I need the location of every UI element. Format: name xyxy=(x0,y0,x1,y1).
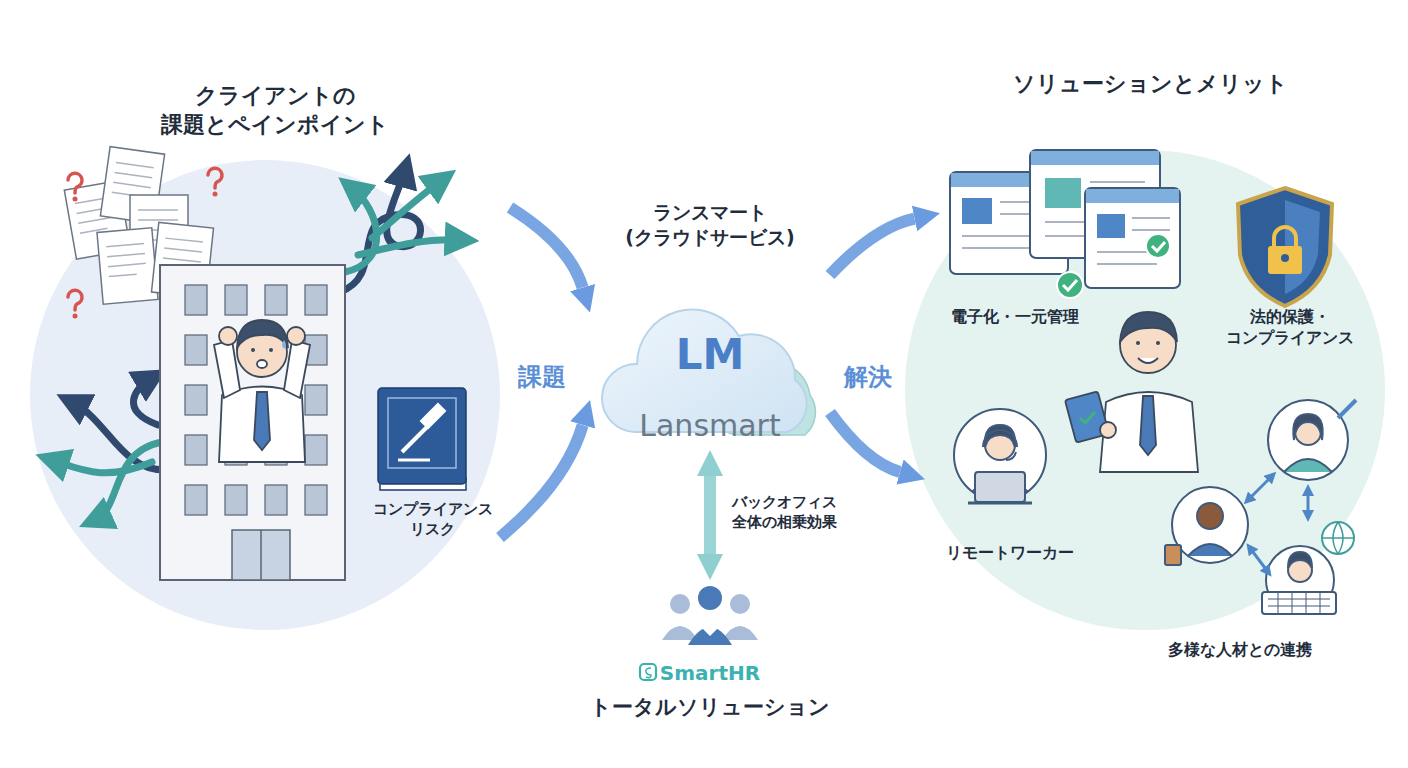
benefit-item: 電子化・一元管理 xyxy=(940,145,1180,340)
flow-label: 課題 xyxy=(512,362,572,393)
solution-area: ソリューションとメリット電子化・一元管理 法的保護・ コンプライアンスリモートワー… xyxy=(920,65,1380,685)
service-name: Lansmart xyxy=(590,406,830,445)
benefit-label: 法的保護・ コンプライアンス xyxy=(1215,307,1365,349)
risk-callout: コンプライアンス リスク xyxy=(365,380,500,555)
document-windows xyxy=(950,150,1180,298)
benefit-label: 多様な人材との連携 xyxy=(1140,640,1340,661)
partner-caption: トータルソリューション xyxy=(570,694,850,721)
question-dot xyxy=(73,192,218,319)
stressed-person xyxy=(214,320,310,462)
shield-lock xyxy=(1238,188,1332,306)
cloud-service: ランスマート (クラウドサービス) LM Lansmart xyxy=(590,200,830,450)
area-heading: クライアントの 課題とペインポイント xyxy=(135,82,415,139)
edge-label: バックオフィス 全体の相乗効果 xyxy=(732,493,872,532)
flow-arrow xyxy=(830,219,915,275)
benefit-item: リモートワーカー xyxy=(925,405,1095,570)
benefit-item: 法的保護・ コンプライアンス xyxy=(1215,185,1365,360)
logo-mark: LM xyxy=(590,328,830,383)
area-heading: ソリューションとメリット xyxy=(920,70,1380,99)
client-area: クライアントの 課題とペインポイントコンプライアンス リスク xyxy=(40,80,510,590)
flow-label: 解決 xyxy=(838,362,898,393)
benefit-item: 多様な人材との連携 xyxy=(1140,395,1380,675)
service-heading: ランスマート (クラウドサービス) xyxy=(590,200,830,249)
partner-logo: SmartHR xyxy=(570,660,850,686)
law-book xyxy=(378,388,466,490)
flow-arrow xyxy=(510,208,583,288)
benefit-label: 電子化・一元管理 xyxy=(940,307,1090,328)
diverse-people xyxy=(1165,400,1356,614)
flow-arrow xyxy=(704,476,716,554)
happy-person xyxy=(1065,312,1198,472)
partner-service: SmartHR トータルソリューション xyxy=(570,580,850,730)
flow-arrow xyxy=(500,425,583,538)
benefit-label: リモートワーカー xyxy=(925,543,1095,564)
office-building xyxy=(160,265,345,580)
flow-arrow xyxy=(830,413,900,473)
background-circle xyxy=(905,150,1385,630)
remote-worker-icon xyxy=(954,409,1046,503)
background-circle xyxy=(30,160,500,630)
risk-label: コンプライアンス リスク xyxy=(365,500,500,539)
